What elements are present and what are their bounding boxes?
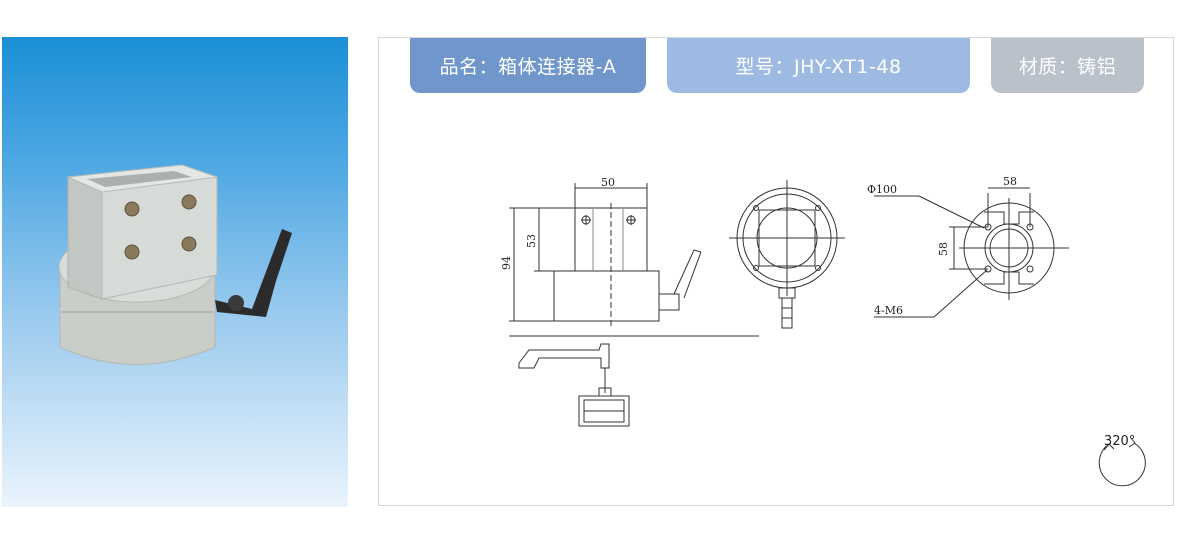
connector-photo-illustration	[58, 164, 292, 365]
product-name-tab: 品名：箱体连接器-A	[410, 38, 646, 93]
rotation-arrow-end-icon	[1128, 437, 1136, 448]
bottom-detail-view	[518, 343, 630, 427]
dim-bolt-vertical: 58	[937, 242, 950, 256]
rotation-arrow-icon	[1103, 443, 1115, 451]
dim-width: 50	[601, 176, 615, 189]
side-view	[509, 183, 759, 337]
rotation-arc	[1098, 442, 1146, 487]
technical-drawing-panel: 品名：箱体连接器-A 型号：JHY-XT1-48 材质：铸铝	[378, 37, 1174, 506]
engineering-drawing: 50 94 53	[500, 175, 1146, 487]
bolt-pattern-view	[874, 187, 1069, 318]
dim-diameter: Φ100	[867, 183, 897, 196]
product-material-tab: 材质：铸铝	[991, 38, 1144, 93]
product-model-tab: 型号：JHY-XT1-48	[667, 38, 970, 93]
product-material-label: 材质：铸铝	[1018, 56, 1117, 78]
dim-holes: 4-M6	[874, 304, 903, 317]
dim-height-total: 94	[500, 256, 513, 270]
dim-height-upper: 53	[525, 234, 538, 248]
product-name-label: 品名：箱体连接器-A	[439, 56, 617, 78]
dim-bolt-horizontal: 58	[1003, 175, 1017, 188]
product-model-label: 型号：JHY-XT1-48	[735, 56, 902, 78]
product-photo	[2, 37, 348, 507]
rotation-label: 320°	[1104, 434, 1136, 449]
front-view	[729, 180, 845, 329]
